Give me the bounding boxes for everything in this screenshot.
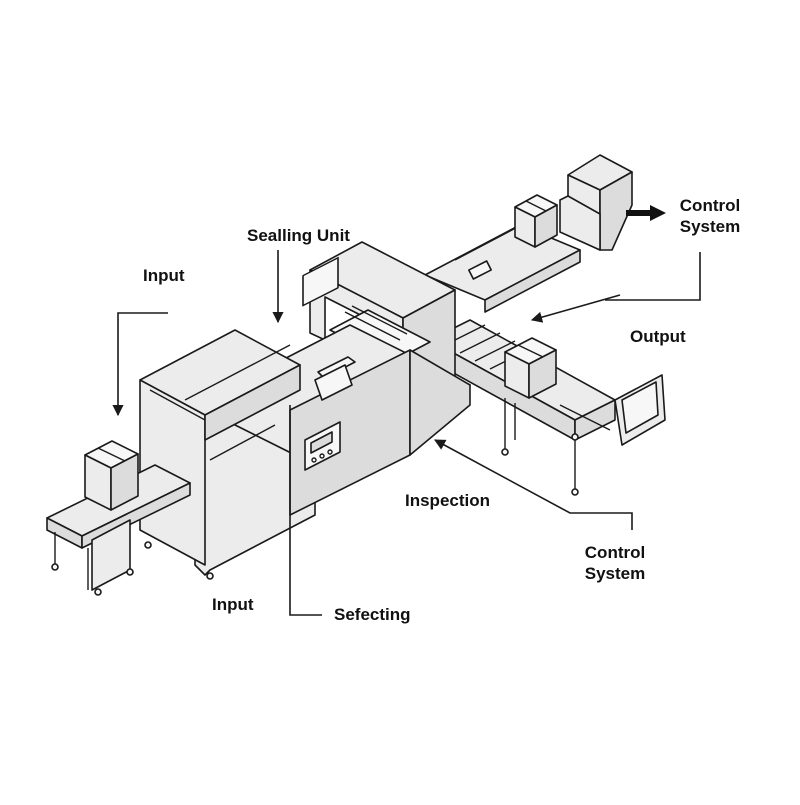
- leader-selecting: [289, 405, 322, 616]
- leader-lines: [112, 205, 701, 616]
- hopper-unit: [559, 154, 633, 251]
- label-control-system-bottom: Control System: [570, 542, 660, 584]
- box-output: [504, 337, 557, 399]
- main-body: [194, 256, 471, 576]
- label-control-system-bottom-line1: Control: [584, 543, 646, 562]
- leader-control-system-top: [605, 252, 701, 301]
- label-selecting: Sefecting: [334, 605, 411, 624]
- label-output: Output: [630, 327, 686, 346]
- label-control-system-bottom-line2: System: [584, 564, 646, 583]
- control-panel: [304, 421, 341, 471]
- control-system-top-arrow-head: [650, 205, 666, 221]
- label-sealing-unit: Sealling Unit: [247, 226, 350, 245]
- leader-output: [530, 294, 621, 323]
- box-back: [514, 194, 558, 248]
- label-control-system-top-line2: System: [679, 217, 741, 236]
- label-input-top: Input: [143, 266, 185, 285]
- leader-input-top: [112, 312, 168, 417]
- left-cabinet: [139, 329, 301, 580]
- box-input: [84, 440, 139, 511]
- monitor: [559, 374, 666, 446]
- leader-inspection: [434, 439, 633, 530]
- label-control-system-top-line1: Control: [679, 196, 741, 215]
- label-input-bottom: Input: [212, 595, 254, 614]
- label-inspection: Inspection: [405, 491, 491, 510]
- label-control-system-top: Control System: [670, 195, 750, 237]
